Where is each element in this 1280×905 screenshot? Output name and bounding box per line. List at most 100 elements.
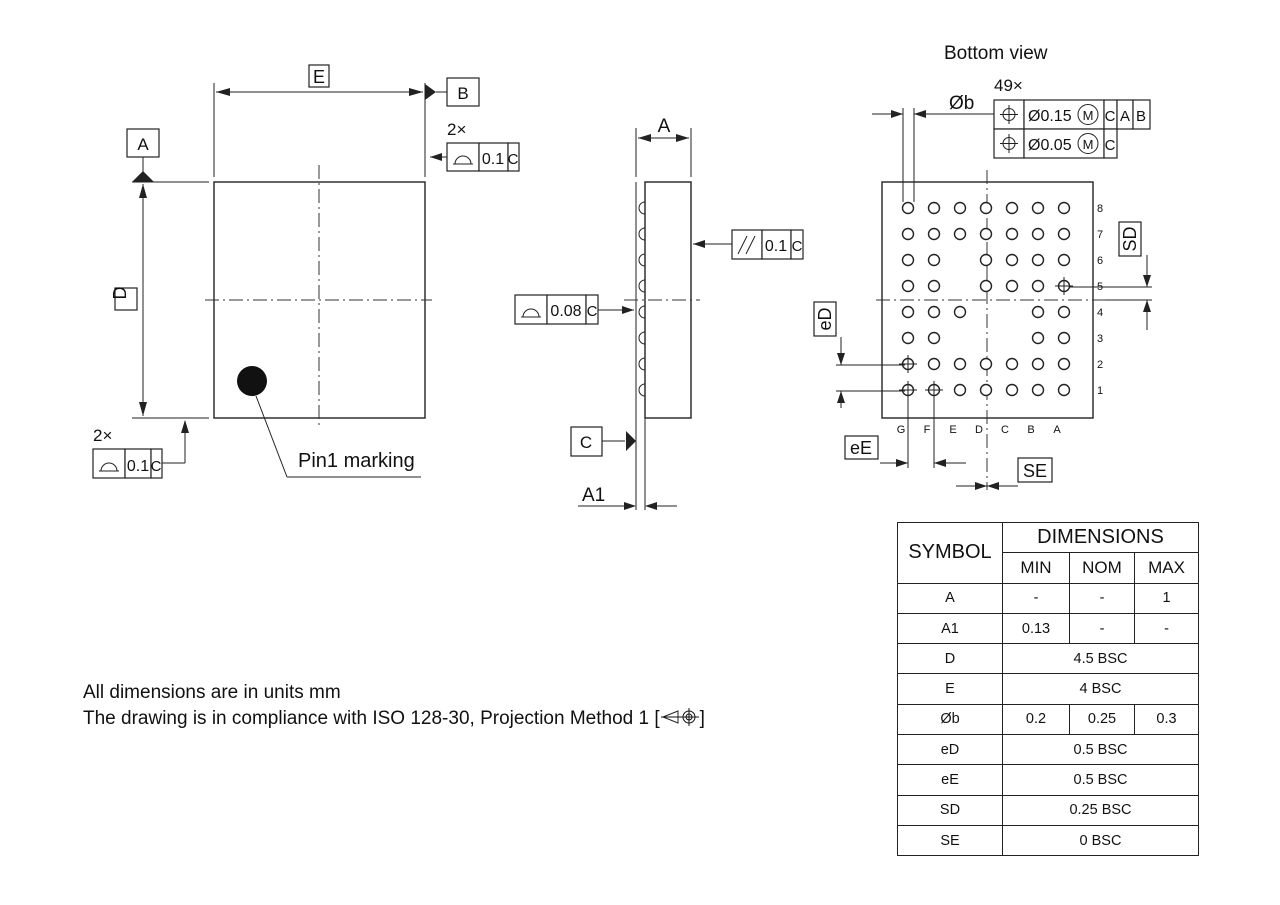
pin1-label: Pin1 marking [298,450,415,472]
pos-fcf2-ref1: C [1105,137,1116,154]
top-fcf-arrow [430,153,442,161]
flat-fcf-arrow [622,306,634,314]
bottom-fcf-multiplier: 2× [93,426,112,445]
d-label-box [114,287,138,311]
d-arrow-bottom [139,402,147,416]
a-arrow-left [638,134,651,142]
parallel-fcf-symbol-cell [731,229,763,260]
table-cell: SE [897,824,1003,857]
ed-label: eD [815,307,835,330]
parallel-fcf-ref-cell [790,229,804,260]
position-icon [1000,134,1018,153]
table-cell: 0.5 BSC [1002,764,1199,796]
row-label: 7 [1097,229,1103,241]
se-arrow-right [987,482,999,490]
solder-ball [979,227,993,241]
bottom-fcf-arrow [181,420,189,433]
solder-ball [1031,227,1045,241]
bottom-fcf-tol: 0.1 [127,458,149,475]
parallel-fcf-tol: 0.1 [765,238,787,255]
solder-ball [901,279,915,293]
bottom-fcf-ref: C [151,458,162,475]
pos-fcf2-ref1-cell [1103,128,1118,159]
ee-arrow-left [896,459,908,467]
e-arrow-left [216,88,230,96]
d-label: D [110,287,130,300]
parallel-fcf-arrow [693,240,705,248]
se-arrow-left [975,482,987,490]
e-label-box [308,64,330,88]
ball-dia-arrow-right [914,110,926,118]
side-view: A 0.1 C 0.08 C C A1 [514,116,804,510]
parallel-fcf-ref: C [792,238,803,255]
solder-ball [979,201,993,215]
pos-fcf1-mod: M [1083,108,1094,123]
column-label: E [949,424,956,436]
row-label: 1 [1097,385,1103,397]
solder-ball [1005,279,1019,293]
table-cell: A1 [897,612,1003,645]
a-label: A [658,116,671,137]
pin1-dot [237,366,267,396]
sd-arrow-top [1143,275,1151,287]
min-header: MIN [1002,552,1070,584]
datum-b-box [446,77,480,107]
se-label-box [1017,457,1053,483]
solder-ball [927,227,941,241]
sd-label-box [1118,221,1142,257]
table-row: A--1 [897,582,1199,614]
ball-dia-label: Øb [949,93,974,114]
top-fcf-ref: C [508,151,519,168]
solder-ball [1031,383,1045,397]
d-arrow-top [139,184,147,198]
bottom-fcf-tol-cell [124,448,152,479]
table-cell: SD [897,794,1003,826]
solder-ball [927,201,941,215]
e-label: E [313,67,325,87]
projection-method-icon [660,708,699,726]
pos-fcf1-ref1: C [1105,108,1116,125]
table-cell: 0.2 [1002,703,1070,736]
solder-ball [1031,279,1045,293]
datum-a-box [126,128,160,158]
side-ball-profile [638,227,646,241]
mmc-circle [1077,133,1099,154]
solder-ball [901,201,915,215]
column-label: C [1001,424,1009,436]
solder-ball [979,383,993,397]
table-cell: 1 [1134,582,1199,614]
side-ball-profile [638,201,646,215]
solder-ball [1031,305,1045,319]
solder-ball [1057,253,1071,267]
solder-ball [1057,201,1071,215]
column-label: B [1027,424,1034,436]
pos-fcf2-mod: M [1083,137,1094,152]
ee-label: eE [850,438,872,458]
ee-arrow-right [934,459,946,467]
solder-ball [1057,357,1071,371]
solder-ball [1005,227,1019,241]
column-label: D [975,424,983,436]
a1-arrow-left [624,502,636,510]
row-label: 6 [1097,255,1103,267]
datum-c-label: C [580,433,592,452]
drawing-notes: All dimensions are in units mm The drawi… [83,680,705,732]
ball-dia-arrow-left [891,110,903,118]
side-ball-profile [638,279,646,293]
table-cell: - [1134,612,1199,645]
sd-label: SD [1120,226,1140,251]
pos-fcf1-tol: Ø0.15 [1028,108,1072,125]
table-subheader-row: MIN NOM MAX [898,552,1199,584]
ball-reference-cross [899,381,917,399]
top-fcf-tol-cell [478,142,509,172]
position-icon [1000,105,1018,124]
row-label: 4 [1097,307,1103,319]
solder-ball [1057,227,1071,241]
bottom-view-title: Bottom view [944,43,1048,64]
table-cell: 0 BSC [1002,824,1199,857]
note-iso-text: The drawing is in compliance with ISO 12… [83,708,660,729]
